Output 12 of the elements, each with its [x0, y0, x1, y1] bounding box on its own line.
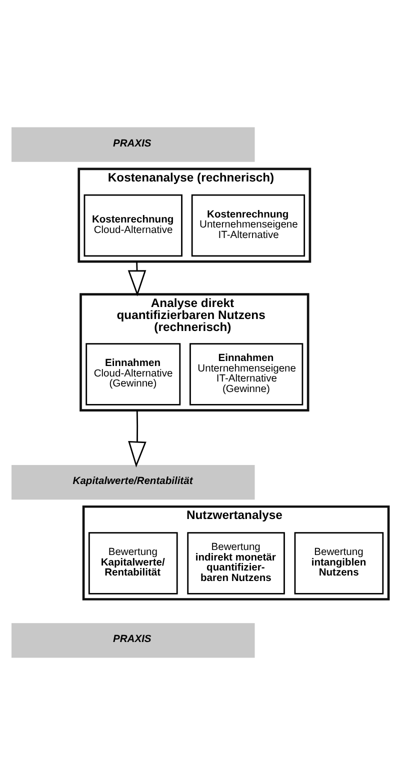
node-box: Kostenrechnung Unternehmenseigene IT-Alternative — [191, 194, 306, 256]
arrow — [128, 261, 146, 296]
node-box: PRAXIS — [12, 622, 255, 658]
node-box: PRAXIS — [12, 126, 255, 162]
node-box: Kostenrechnung Cloud-Alternative — [84, 194, 182, 256]
node-box: Einnahmen Unternehmenseigene IT-Alternative (Gewinne) — [190, 342, 304, 405]
node-box: Bewertung intangiblen Nutzens — [294, 532, 384, 594]
node-box: Bewertung indirekt monetär quantifizier- baren Nutzens — [187, 532, 285, 594]
node-box: Kapitalwerte/Rentabilität — [12, 464, 255, 500]
node-box: Bewertung Kapitalwerte/ Rentabilität — [88, 532, 178, 594]
arrow — [128, 410, 146, 468]
node-box: Einnahmen Cloud-Alternative (Gewinne) — [86, 342, 181, 405]
